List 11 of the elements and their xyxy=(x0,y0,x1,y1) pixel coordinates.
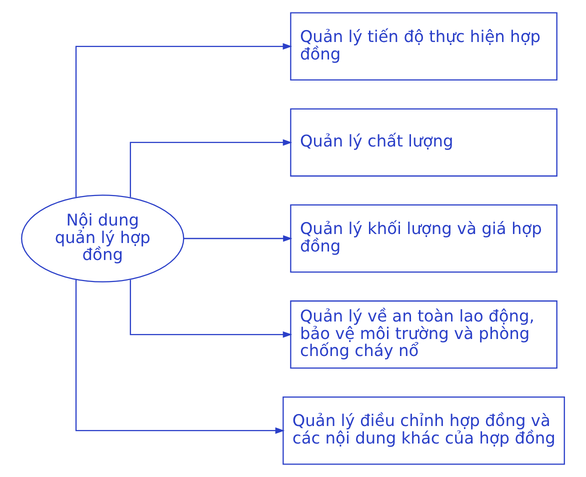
arrow xyxy=(184,235,292,242)
arrow xyxy=(130,139,292,198)
node-box: Quản lý khối lượng và giá hợp đồng xyxy=(290,204,558,273)
node-box: Quản lý chất lượng xyxy=(290,108,558,177)
arrow xyxy=(75,280,285,434)
node-box: Quản lý tiến độ thực hiện hợp đồng xyxy=(290,12,558,81)
node-box: Quản lý điều chỉnh hợp đồng và các nội dung khác của hợp đồng xyxy=(282,396,565,465)
node-ellipse: Nội dung quản lý hợp đồng xyxy=(21,194,184,282)
node-box: Quản lý về an toàn lao động, bảo vệ môi trường và phòng chống cháy nổ xyxy=(290,300,558,369)
arrow xyxy=(130,280,292,338)
arrow xyxy=(75,43,292,198)
